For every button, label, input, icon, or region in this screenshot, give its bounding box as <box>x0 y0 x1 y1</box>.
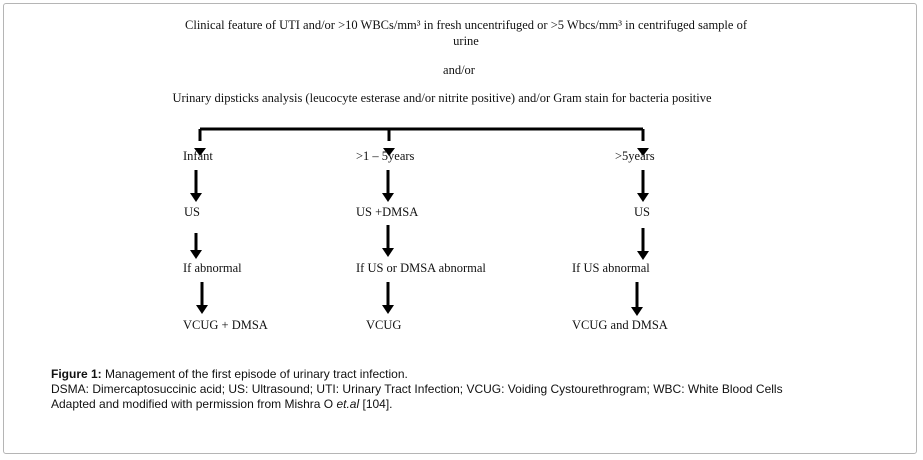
arrowhead <box>383 148 395 156</box>
figure-label: Figure 1: <box>51 367 102 381</box>
caption-source-line: Adapted and modified with permission fro… <box>51 397 911 412</box>
condition-1-5: If US or DMSA abnormal <box>356 261 486 275</box>
source-prefix: Adapted and modified with permission fro… <box>51 397 337 411</box>
arrowhead <box>196 305 208 314</box>
age-group-over-5: >5years <box>615 149 655 163</box>
criteria-line-2: urine <box>453 34 479 48</box>
result-over-5: VCUG and DMSA <box>572 318 668 332</box>
arrowhead <box>637 251 649 260</box>
test-over-5: US <box>634 205 650 219</box>
condition-over-5: If US abnormal <box>572 261 650 275</box>
test-1-5: US +DMSA <box>356 205 419 219</box>
arrowhead <box>631 307 643 316</box>
arrowhead <box>382 305 394 314</box>
source-etal: et.al <box>336 397 360 411</box>
criteria-line-1: Clinical feature of UTI and/or >10 WBCs/… <box>185 18 747 32</box>
and-or-connector: and/or <box>443 63 475 77</box>
arrowhead <box>190 193 202 202</box>
source-suffix: [104]. <box>359 397 393 411</box>
arrowhead <box>382 248 394 257</box>
result-1-5: VCUG <box>366 318 402 332</box>
arrowhead <box>194 148 206 156</box>
caption-title-line: Figure 1: Management of the first episod… <box>51 367 911 382</box>
arrowhead <box>637 193 649 202</box>
figure-frame <box>3 3 917 454</box>
age-group-infant: Infant <box>183 149 213 163</box>
result-infant: VCUG + DMSA <box>183 318 268 332</box>
figure-title: Management of the first episode of urina… <box>101 367 408 381</box>
test-infant: US <box>184 205 200 219</box>
caption-abbreviations: DSMA: Dimercaptosuccinic acid; US: Ultra… <box>51 382 783 396</box>
arrowhead <box>637 148 649 156</box>
arrowhead <box>190 250 202 259</box>
age-group-1-5: >1 – 5years <box>356 149 415 163</box>
figure-caption: Figure 1: Management of the first episod… <box>51 367 911 412</box>
condition-infant: If abnormal <box>183 261 242 275</box>
arrowhead <box>382 193 394 202</box>
criteria-line-3: Urinary dipsticks analysis (leucocyte es… <box>172 91 712 105</box>
